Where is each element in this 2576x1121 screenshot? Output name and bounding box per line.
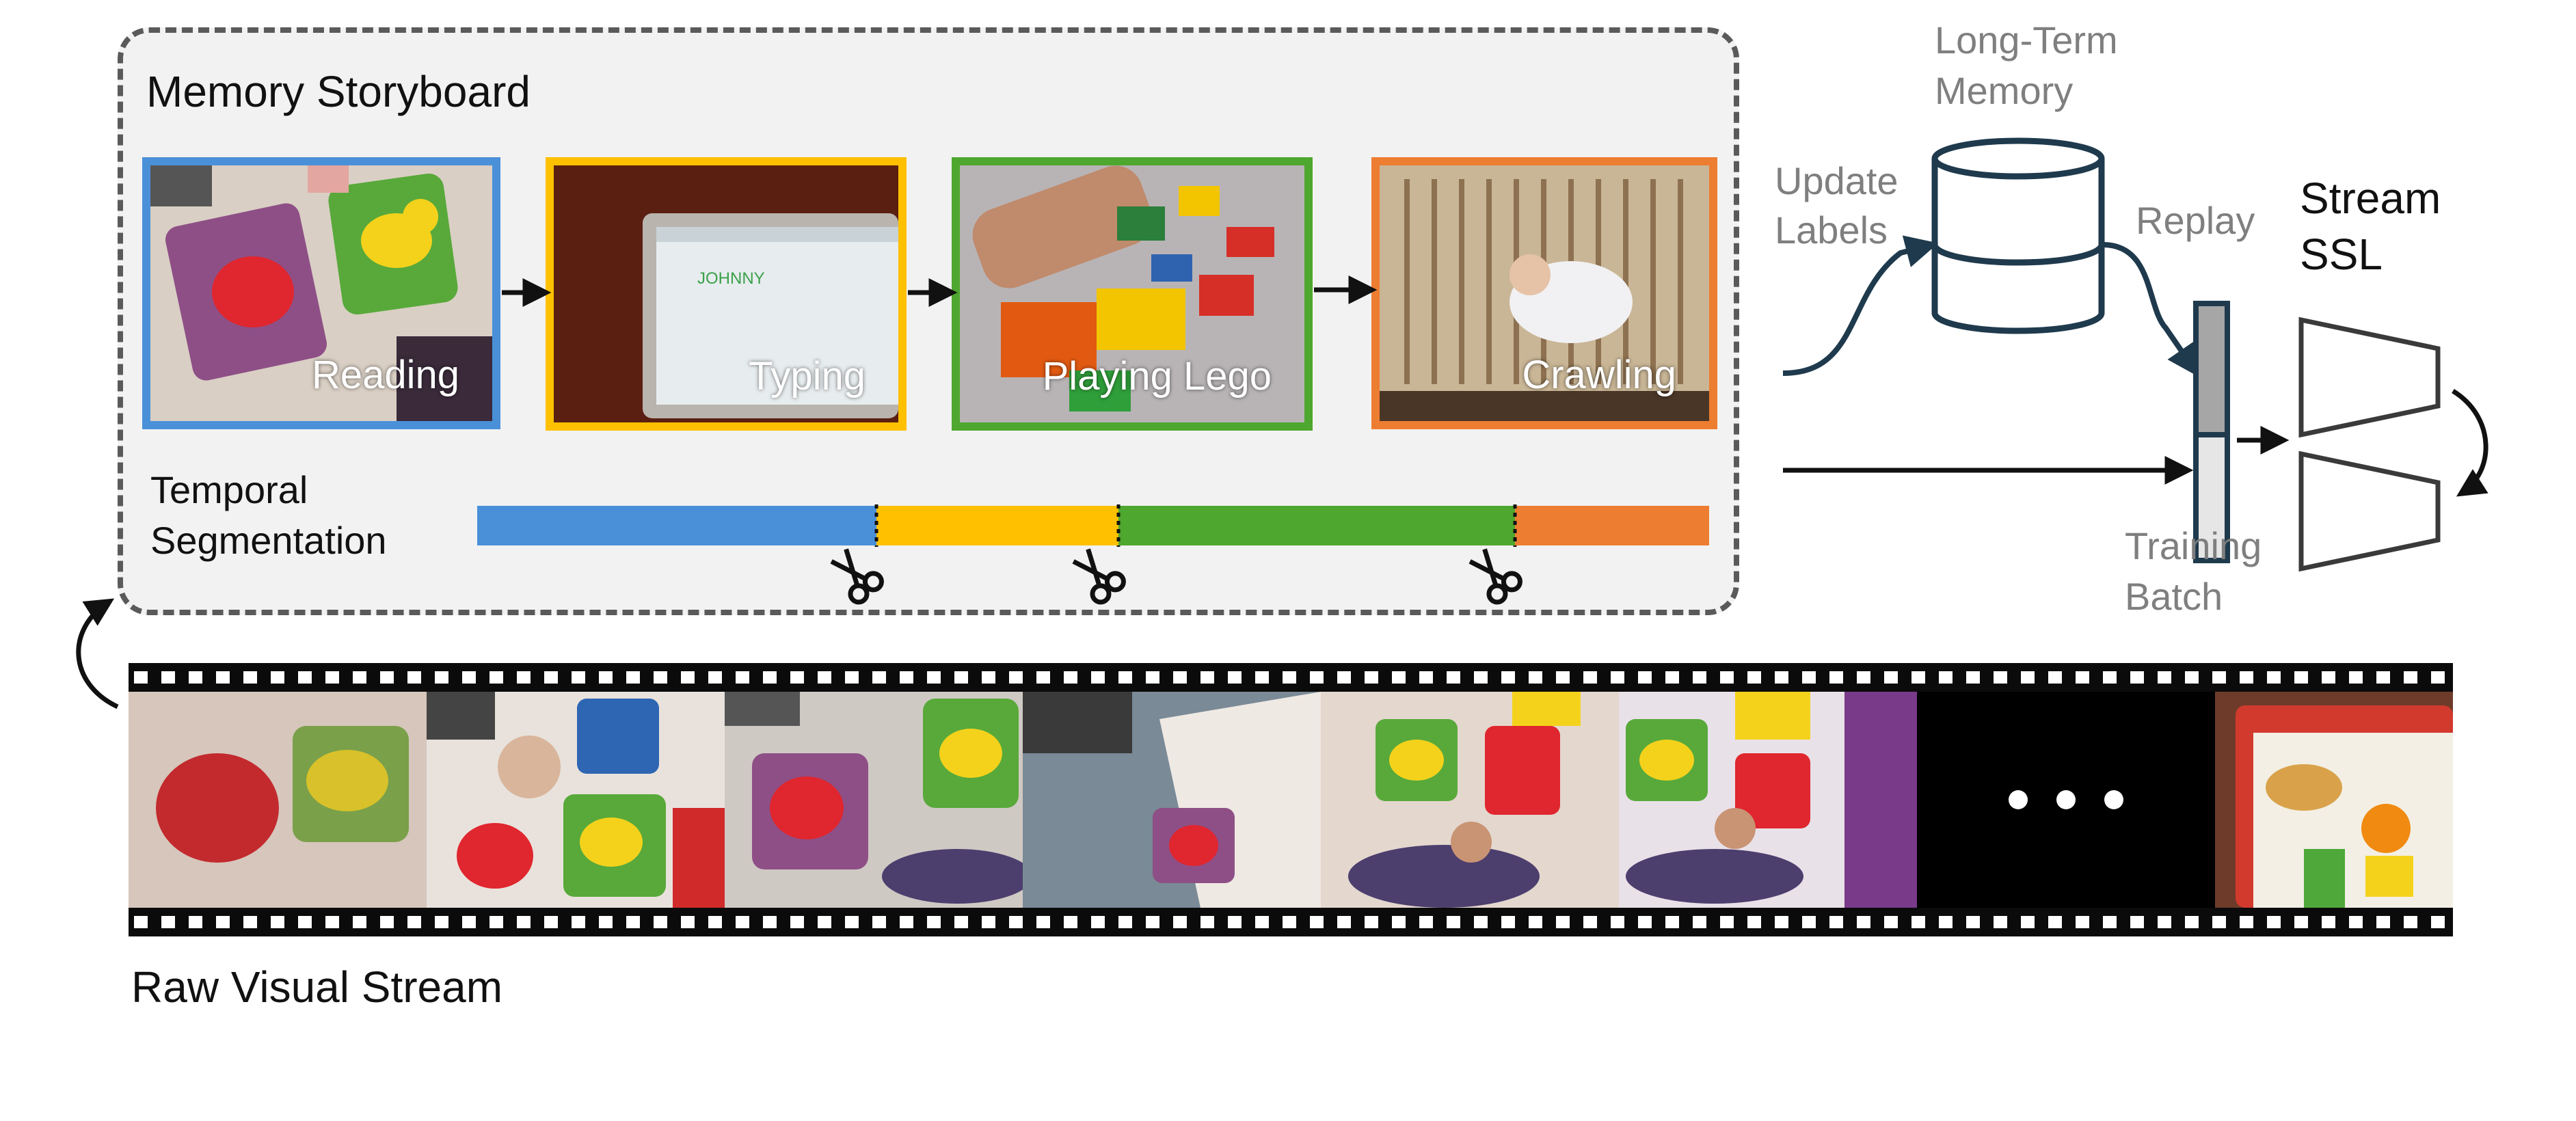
film-perforations-top [129, 670, 2453, 685]
lego-scene-image [960, 165, 1304, 422]
ssl-encoder-bottom [2298, 450, 2441, 572]
segment-playing-lego [1118, 506, 1515, 545]
segment-reading [477, 506, 876, 545]
stream-frame-5 [1321, 692, 1619, 908]
scissors-icon [1072, 548, 1126, 605]
stream-frame-1 [129, 692, 427, 908]
segment-typing [876, 506, 1118, 545]
training-batch-label-line1: Training [2125, 524, 2262, 567]
update-labels-line1: Update [1775, 159, 1899, 202]
arrow-stream-to-storyboard [76, 598, 119, 710]
frame-playing-lego: Playing Lego [952, 157, 1313, 431]
memory-title-line1: Long-Term [1935, 18, 2118, 62]
memory-title-line2: Memory [1935, 69, 2074, 112]
stream-frame-4 [1023, 692, 1321, 908]
scissors-icon [830, 548, 884, 605]
arrow-ssl-loop [2452, 389, 2488, 497]
stream-frame-7 [2215, 692, 2453, 908]
segmentation-label-line1: Temporal [150, 468, 308, 511]
update-labels-line2: Labels [1775, 208, 1888, 252]
stream-frame-2 [427, 692, 725, 908]
stream-frame-6 [1619, 692, 1917, 908]
reading-scene-image [150, 165, 492, 421]
segment-crawling [1515, 506, 1709, 545]
storyboard-title: Memory Storyboard [146, 67, 531, 116]
frame-typing: JOHNNY Typing [546, 157, 907, 431]
ssl-label-line1: Stream [2300, 174, 2441, 223]
frame-label-typing: Typing [749, 354, 866, 399]
training-batch-column [2193, 301, 2230, 563]
crawling-scene-image [1380, 165, 1709, 421]
stream-frame-3 [725, 692, 1023, 908]
raw-visual-stream-filmstrip [129, 663, 2453, 936]
frame-label-playing-lego: Playing Lego [1042, 354, 1272, 399]
frame-label-reading: Reading [311, 353, 459, 397]
ssl-encoder-top [2298, 316, 2441, 438]
frame-crawling: Crawling [1371, 157, 1717, 429]
ssl-label-line2: SSL [2300, 230, 2383, 279]
film-perforations-bottom [129, 915, 2453, 930]
laptop-screen-text: JOHNNY [697, 269, 765, 288]
ellipsis-icon [2009, 790, 2123, 809]
arrow-update-labels [1782, 235, 1939, 376]
replay-label: Replay [2136, 199, 2255, 242]
arrow-replay [2104, 242, 2200, 377]
long-term-memory-cylinder [1931, 137, 2105, 334]
raw-visual-stream-label: Raw Visual Stream [131, 962, 503, 1012]
frame-label-crawling: Crawling [1522, 353, 1676, 397]
training-batch-label-line2: Batch [2125, 575, 2223, 618]
typing-scene-image [554, 165, 898, 422]
scissors-icon [1468, 548, 1522, 605]
frame-reading: Reading [142, 157, 500, 429]
segmentation-label-line2: Segmentation [150, 519, 387, 562]
stream-ellipsis-frame [1917, 692, 2215, 908]
